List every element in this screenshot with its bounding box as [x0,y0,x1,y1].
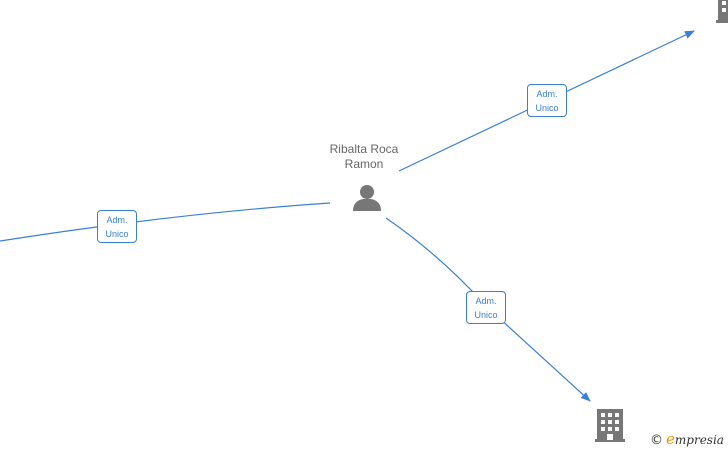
edge-label-line2: Unico [474,310,498,320]
edge-line-left [0,202,331,242]
building-icon[interactable] [716,0,728,23]
person-name-line1: Ribalta Roca [329,142,399,156]
edge-label-line1: Adm. [536,89,558,99]
edge-label-line1: Adm. [106,215,128,225]
brand-logo-initial: e [666,430,675,448]
person-icon[interactable] [353,185,381,211]
person-name-line2: Ramon [344,157,384,171]
person-name[interactable]: Ribalta Roca Ramon [318,142,410,172]
edge-label-line1: Adm. [475,296,497,306]
edge-label-top-right[interactable]: Adm. Unico [527,84,567,117]
brand-watermark: ©empresia [650,430,724,448]
edge-label-line2: Unico [105,229,129,239]
edge-label-bottom[interactable]: Adm. Unico [466,291,506,324]
building-icon[interactable] [595,409,625,442]
edge-label-line2: Unico [535,103,559,113]
brand-logo-rest: mpresia [674,433,724,447]
edge-label-left[interactable]: Adm. Unico [97,210,137,243]
copyright-symbol: © [650,433,663,448]
